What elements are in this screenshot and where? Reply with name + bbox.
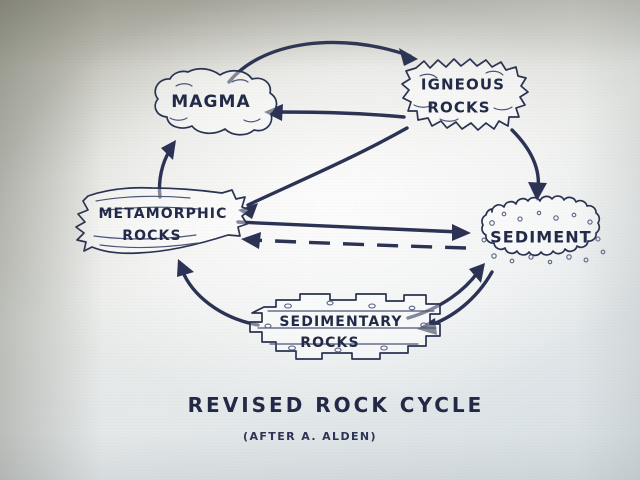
sedimentary-label-line2: ROCKS xyxy=(300,335,359,351)
arrow-metamorphic-to-sediment xyxy=(236,220,471,241)
node-sedimentary-rocks[interactable]: SEDIMENTARY ROCKS xyxy=(249,293,441,360)
sediment-outline xyxy=(481,195,601,257)
arrow-igneous-to-metamorphic xyxy=(238,126,409,219)
arrow-sedimentary-to-sediment xyxy=(406,263,485,320)
metamorphic-outline xyxy=(75,186,251,255)
igneous-label-line1: IGNEOUS xyxy=(421,76,505,94)
metamorphic-label-line2: ROCKS xyxy=(122,228,181,244)
diagram-title-block: REVISED ROCK CYCLE (AFTER A. ALDEN) xyxy=(188,393,485,443)
node-igneous-rocks[interactable]: IGNEOUS ROCKS xyxy=(401,58,529,131)
igneous-label-line2: ROCKS xyxy=(427,99,490,117)
igneous-texture xyxy=(413,70,513,122)
arrow-igneous-to-sediment xyxy=(510,128,547,201)
sedimentary-label-line1: SEDIMENTARY xyxy=(279,314,402,330)
arrow-magma-to-igneous xyxy=(227,40,418,84)
magma-inner-marks xyxy=(169,79,261,123)
diagram-subtitle: (AFTER A. ALDEN) xyxy=(243,430,377,443)
arrow-sedimentary-to-metamorphic xyxy=(177,259,260,327)
metamorphic-foliation xyxy=(93,195,199,249)
diagram-title: REVISED ROCK CYCLE xyxy=(188,393,485,417)
sediment-label: SEDIMENT xyxy=(490,228,592,247)
sedimentary-clasts xyxy=(264,300,428,353)
sedimentary-bedding xyxy=(257,310,437,345)
sediment-grains xyxy=(481,210,606,265)
sedimentary-outline xyxy=(249,293,441,360)
node-sediment[interactable]: SEDIMENT xyxy=(481,195,606,265)
node-metamorphic-rocks[interactable]: METAMORPHIC ROCKS xyxy=(75,186,251,255)
metamorphic-label-line1: METAMORPHIC xyxy=(99,206,228,222)
igneous-outline xyxy=(401,58,529,131)
magma-label: MAGMA xyxy=(171,92,251,112)
arrow-sediment-to-metamorphic xyxy=(241,232,467,250)
arrow-igneous-to-magma xyxy=(264,104,406,121)
arrow-metamorphic-to-magma xyxy=(157,140,176,199)
node-magma[interactable]: MAGMA xyxy=(154,67,278,136)
